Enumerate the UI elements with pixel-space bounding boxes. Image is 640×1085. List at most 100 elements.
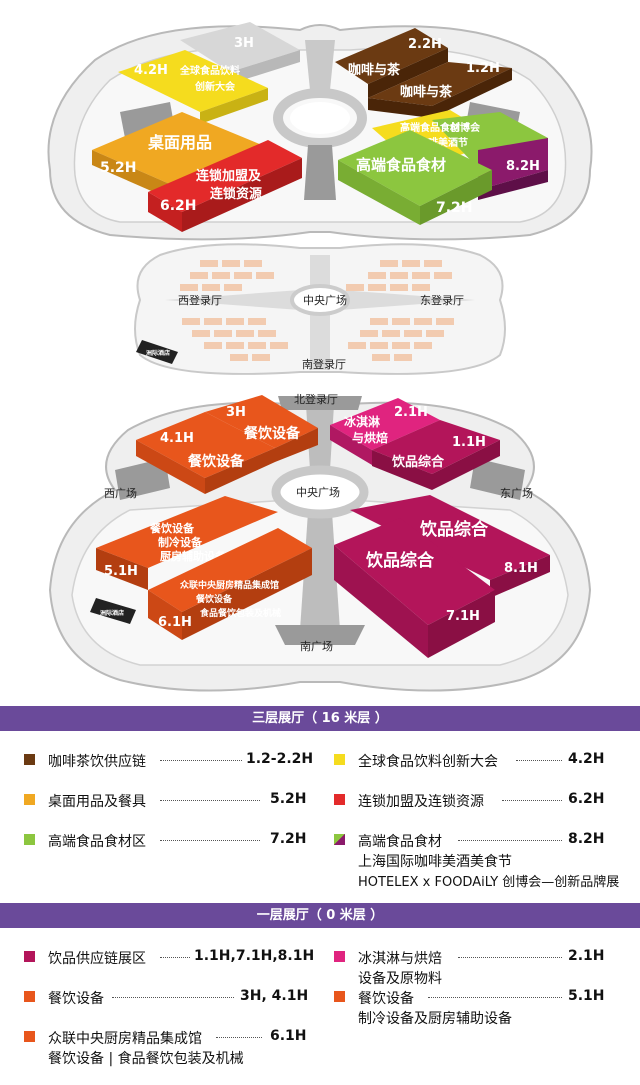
hall-7-1h[interactable]: 7.1H 饮品综合 (334, 518, 495, 658)
hall-3h[interactable]: 3H 餐饮设备 (205, 395, 318, 462)
hall-3h-name: 餐饮设备 (243, 425, 301, 442)
floor1-legend-title: 一层展厅（ 0 米层 ） (0, 903, 640, 928)
legend-label: 高端食品食材区 (48, 834, 146, 850)
label-east-entry-hall: 东登录厅 (420, 293, 464, 307)
hall-2-1h-name-1: 冰淇淋 (344, 414, 380, 429)
hall-2-1h[interactable]: 2.1H 冰淇淋 与烘焙 (330, 398, 440, 465)
legend-swatch (334, 834, 345, 845)
label-west-plaza: 西广场 (104, 486, 137, 500)
legend-value: 1.2-2.2H (246, 751, 314, 767)
legend-item-franchise: 连锁加盟及连锁资源 6.2H (334, 791, 614, 811)
hall-1-2h-code: 1.2H (466, 61, 500, 76)
leader-dots (216, 1037, 262, 1038)
label-north-entry-hall: 北登录厅 (294, 392, 338, 406)
leader-dots (516, 760, 562, 761)
legend-value: 6.1H (270, 1028, 307, 1044)
legend-item-premium-food: 高端食品食材区 7.2H (24, 831, 314, 851)
hall-5-1h-code: 5.1H (104, 564, 138, 579)
legend-value: 4.2H (568, 751, 605, 767)
lower-floor: 4.1H 餐饮设备 3H 餐饮设备 2.1H 冰淇淋 与烘焙 1.1H 饮品综合 (48, 392, 592, 692)
label-east-plaza: 东广场 (500, 486, 533, 500)
hall-1-1h[interactable]: 1.1H 饮品综合 (372, 420, 500, 490)
floor3-legend: 咖啡茶饮供应链 1.2-2.2H 全球食品饮料创新大会 4.2H 桌面用品及餐具… (0, 731, 640, 903)
hall-3h-upper-code: 3H (234, 36, 254, 51)
hall-6-2h[interactable]: 6.2H 连锁加盟及 连锁资源 (148, 140, 302, 232)
hall-8-1h-code: 8.1H (504, 561, 538, 576)
legend-value: 3H, 4.1H (240, 988, 309, 1004)
legend-swatch (24, 991, 35, 1002)
legend-item-tableware: 桌面用品及餐具 5.2H (24, 791, 314, 811)
hall-8-2h[interactable]: 8.2H 高端食品食材 创博会 咖啡美酒节 (372, 110, 548, 200)
legend-swatch (334, 754, 345, 765)
hall-6-1h-code: 6.1H (158, 615, 192, 630)
hall-6-1h-name-1: 众联中央厨房精品集成馆 (180, 579, 279, 591)
legend-swatch (24, 794, 35, 805)
hall-5-2h-name: 桌面用品 (148, 133, 212, 152)
hall-4-2h[interactable]: 4.2H 全球食品饮料 创新大会 (118, 50, 268, 124)
legend-value: 1.1H,7.1H,8.1H (194, 948, 315, 964)
leader-dots (458, 957, 562, 958)
middle-level: 西登录厅 中央广场 东登录厅 南登录厅 洲际酒店 (134, 243, 506, 375)
hall-7-2h[interactable]: 7.2H 高端食品食材 (338, 130, 492, 225)
hall-3h-upper[interactable]: 3H (180, 22, 300, 84)
hall-7-2h-code: 7.2H (436, 200, 473, 216)
lower-ring (271, 465, 369, 519)
legend-item-beverage: 饮品供应链展区 1.1H,7.1H,8.1H (24, 948, 324, 968)
legend-item-coffee-tea: 咖啡茶饮供应链 1.2-2.2H (24, 751, 314, 771)
hall-6-2h-name-2: 连锁资源 (210, 186, 262, 202)
hall-6-2h-name-1: 连锁加盟及 (196, 168, 262, 184)
legend-item-premium-food-mixed: 高端食品食材 8.2H 上海国际咖啡美酒美食节 HOTELEX x FOODAi… (334, 831, 624, 893)
legend-label: 高端食品食材 (358, 834, 442, 850)
hall-8-1h-name: 饮品综合 (419, 519, 489, 540)
hall-4-2h-code: 4.2H (134, 63, 168, 78)
hall-4-1h-code: 4.1H (160, 431, 194, 446)
legend-sub-line: 上海国际咖啡美酒美食节 (358, 854, 512, 870)
hall-2-1h-name-2: 与烘焙 (352, 430, 388, 445)
legend-swatch (24, 754, 35, 765)
legend-sub-line: 设备及原物料 (358, 971, 442, 987)
hall-4-1h[interactable]: 4.1H 餐饮设备 (136, 412, 275, 494)
booth-grid-se (348, 318, 454, 361)
hall-2-2h[interactable]: 2.2H 咖啡与茶 (335, 28, 448, 98)
hall-7-1h-name: 饮品综合 (365, 550, 435, 571)
hall-5-1h[interactable]: 5.1H 餐饮设备 制冷设备 厨房辅助设备 (96, 496, 278, 590)
hall-7-2h-name: 高端食品食材 (356, 156, 446, 174)
hall-2-1h-code: 2.1H (394, 405, 428, 420)
legend-sub-line: 制冷设备及厨房辅助设备 (358, 1011, 512, 1027)
legend-swatch (334, 794, 345, 805)
leader-dots (160, 800, 260, 801)
hall-6-1h-name-3: 食品餐饮包装及机械 (199, 607, 281, 619)
booth-grid-sw (182, 318, 288, 361)
upper-floor: 3H 4.2H 全球食品饮料 创新大会 5.2H 桌面用品 6.2H 连锁加盟及… (47, 22, 593, 241)
leader-dots (160, 760, 242, 761)
hall-2-2h-name: 咖啡与茶 (348, 62, 401, 78)
hall-3h-code: 3H (226, 405, 246, 420)
label-south-entry-hall: 南登录厅 (302, 357, 346, 371)
hall-8-2h-name-1: 高端食品食材 (400, 121, 460, 134)
hall-5-2h-code: 5.2H (100, 160, 137, 176)
hotel-low: 洲际酒店 (90, 598, 136, 624)
hall-2-2h-code: 2.2H (408, 37, 442, 52)
legend-value: 5.1H (568, 988, 605, 1004)
hall-5-1h-name-1: 餐饮设备 (149, 521, 195, 535)
legend-item-icecream-bakery: 冰淇淋与烘焙 2.1H 设备及原物料 (334, 948, 614, 988)
hall-1-2h[interactable]: 1.2H 咖啡与茶 (368, 61, 512, 118)
legend-swatch (24, 834, 35, 845)
legend-label: 全球食品饮料创新大会 (358, 754, 498, 770)
legend-label: 饮品供应链展区 (48, 951, 146, 967)
leader-dots (458, 840, 562, 841)
hotel-mid: 洲际酒店 (136, 340, 178, 364)
legend-value: 5.2H (270, 791, 307, 807)
hall-6-1h-name-2: 餐饮设备 (195, 593, 233, 605)
hall-6-1h[interactable]: 6.1H 众联中央厨房精品集成馆 餐饮设备 食品餐饮包装及机械 (148, 528, 312, 640)
legend-item-catering-equipment: 餐饮设备 3H, 4.1H (24, 988, 314, 1008)
hall-5-2h[interactable]: 5.2H 桌面用品 (92, 112, 262, 200)
label-west-entry-hall: 西登录厅 (178, 293, 222, 307)
legend-swatch (24, 951, 35, 962)
hall-4-1h-name: 餐饮设备 (187, 453, 245, 470)
legend-value: 8.2H (568, 831, 605, 847)
hall-7-1h-code: 7.1H (446, 609, 480, 624)
legend-label: 众联中央厨房精品集成馆 (48, 1031, 202, 1047)
legend-item-central-kitchen: 众联中央厨房精品集成馆 6.1H 餐饮设备 | 食品餐饮包装及机械 (24, 1028, 324, 1068)
hall-8-1h[interactable]: 8.1H 饮品综合 (350, 495, 550, 598)
